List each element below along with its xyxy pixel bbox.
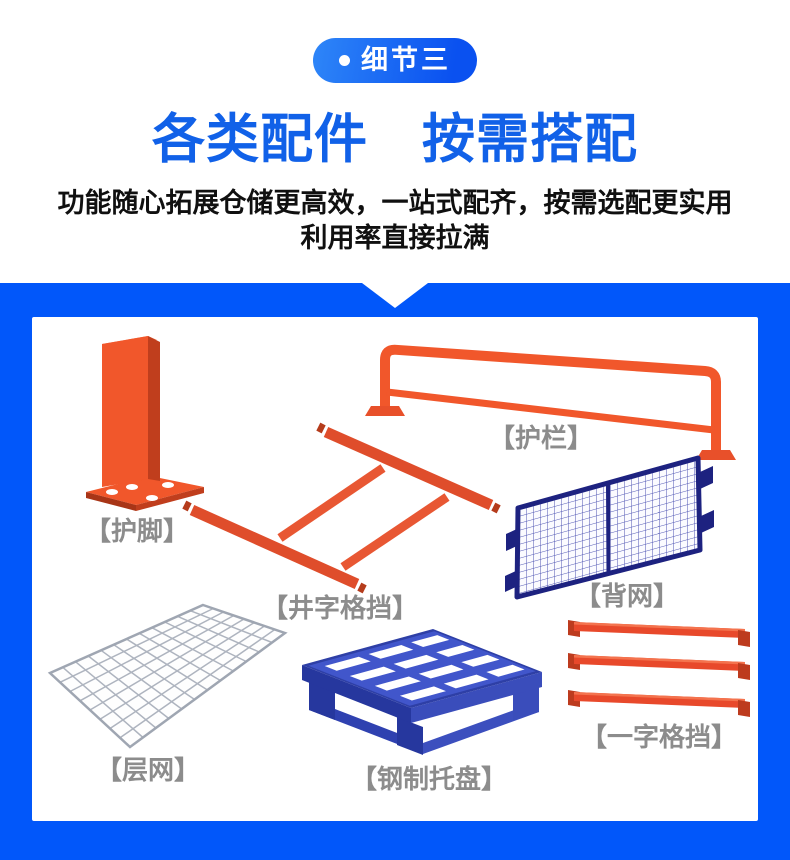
label-straight-baffle: 【一字格挡】 (580, 722, 738, 752)
detail-badge: 细节三 (313, 38, 477, 83)
guardrail-image (365, 344, 736, 460)
label-back-mesh: 【背网】 (574, 581, 680, 611)
page-subtitle: 功能随心拓展仓储更高效，一站式配齐，按需选配更实用 利用率直接拉满 (0, 186, 790, 256)
subtitle-line-1: 功能随心拓展仓储更高效，一站式配齐，按需选配更实用 (57, 188, 733, 218)
label-corner-guard: 【护脚】 (84, 516, 190, 546)
layer-mesh-image (47, 603, 288, 749)
label-layer-mesh: 【层网】 (95, 755, 201, 785)
label-guardrail: 【护栏】 (488, 423, 594, 453)
steel-pallet-image (302, 629, 542, 755)
grid-baffle-image (182, 422, 501, 594)
dot-icon (339, 55, 350, 66)
straight-baffle-image (568, 620, 750, 717)
notch-pointer-icon (362, 283, 428, 308)
subtitle-line-2: 利用率直接拉满 (300, 223, 490, 253)
label-steel-pallet: 【钢制托盘】 (350, 764, 508, 794)
back-mesh-image (505, 455, 714, 600)
corner-guard-image (86, 336, 204, 511)
page-title: 各类配件 按需搭配 (152, 110, 638, 169)
badge-label: 细节三 (361, 45, 451, 75)
label-grid-baffle: 【井字格挡】 (261, 593, 419, 623)
